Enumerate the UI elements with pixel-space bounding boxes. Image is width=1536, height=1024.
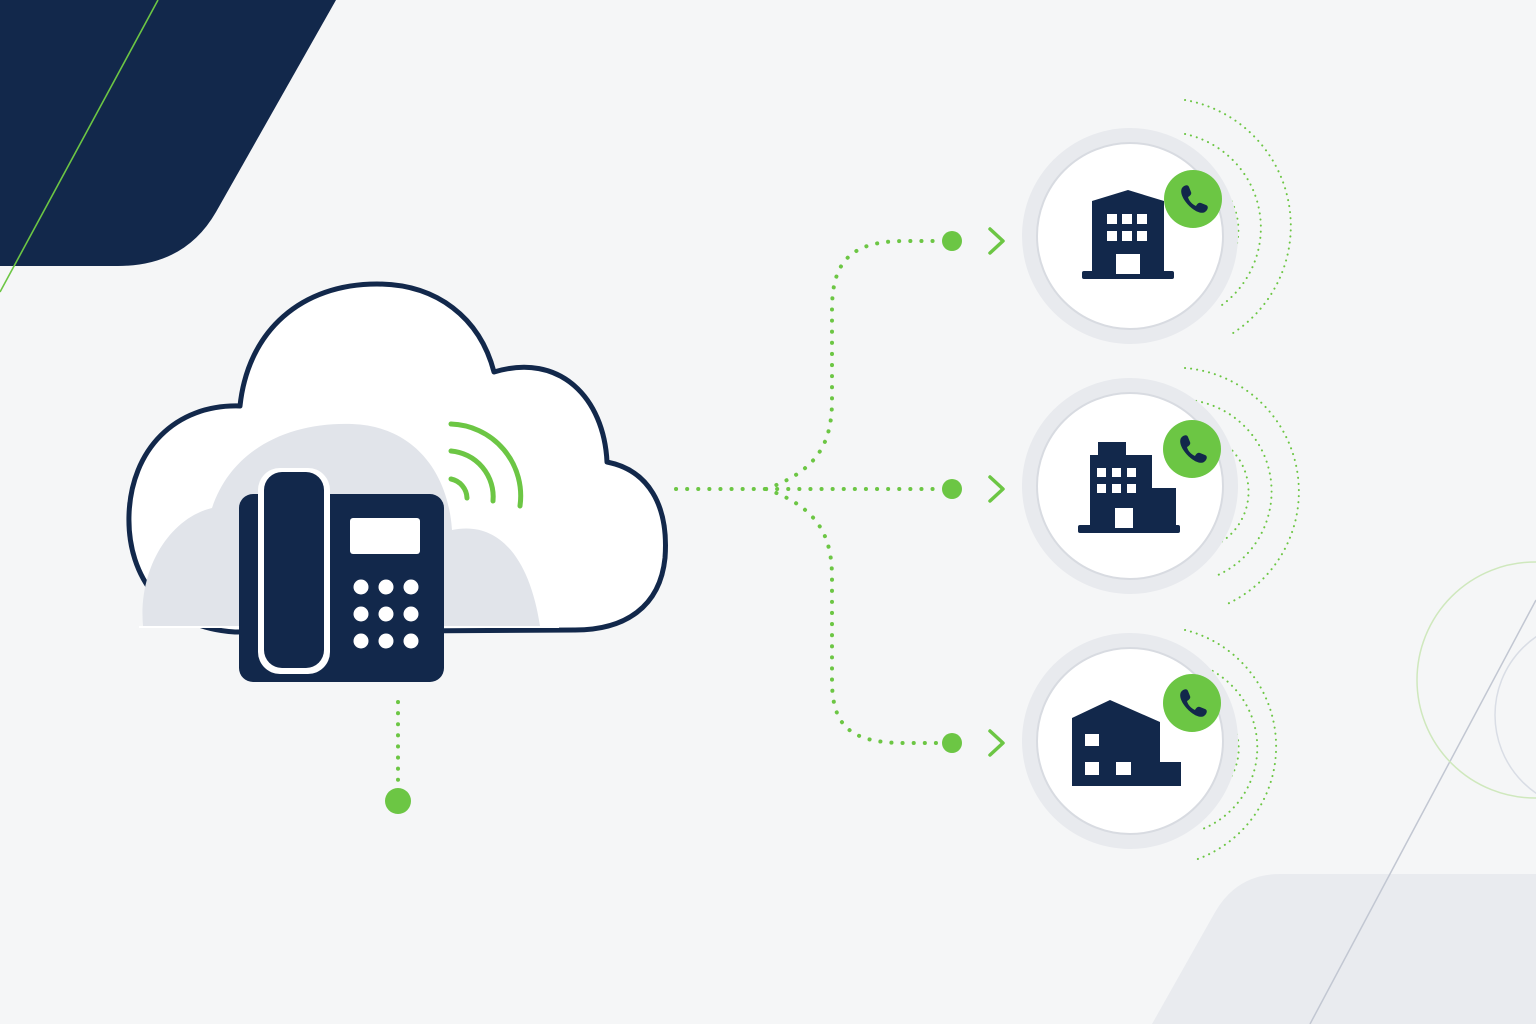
office-building-icon [1082,190,1174,279]
faint-grey-arc [1494,635,1536,795]
chevron-right-icon [988,227,1005,255]
green-accent-line [0,0,159,293]
phone-call-icon [1180,435,1207,463]
phone-call-badge [1163,674,1221,732]
corporate-building-icon [1078,442,1180,533]
connector-top [764,239,942,491]
drop-endpoint-dot [385,788,411,814]
phone-drop-connector [385,700,411,814]
desk-phone-icon [239,468,444,682]
phone-handset [264,472,324,668]
connector-endpoints [942,227,1005,757]
phone-call-icon [1181,185,1208,213]
navy-corner-shape [0,0,336,266]
phone-call-icon [1180,689,1207,717]
phone-screen [350,518,420,554]
endpoint-dot-bottom [942,733,962,753]
grey-corner-shape [1152,874,1536,1024]
connector-bottom [764,487,942,745]
warehouse-icon [1072,700,1181,786]
chevron-right-icon [988,475,1005,503]
destination-node-2 [1022,367,1300,606]
endpoint-dot-middle [942,479,962,499]
phone-call-badge [1164,170,1222,228]
grey-accent-line [1309,599,1536,1024]
faint-green-arc [1416,561,1536,799]
wifi-signal-icon [448,421,524,509]
destination-node-3 [1022,629,1278,861]
chevron-right-icon [988,729,1005,757]
signal-waves [1184,367,1300,606]
phone-call-badge [1163,420,1221,478]
destination-node-1 [1022,99,1292,344]
phone-keypad [353,579,419,649]
connectors [674,239,942,745]
endpoint-dot-top [942,231,962,251]
